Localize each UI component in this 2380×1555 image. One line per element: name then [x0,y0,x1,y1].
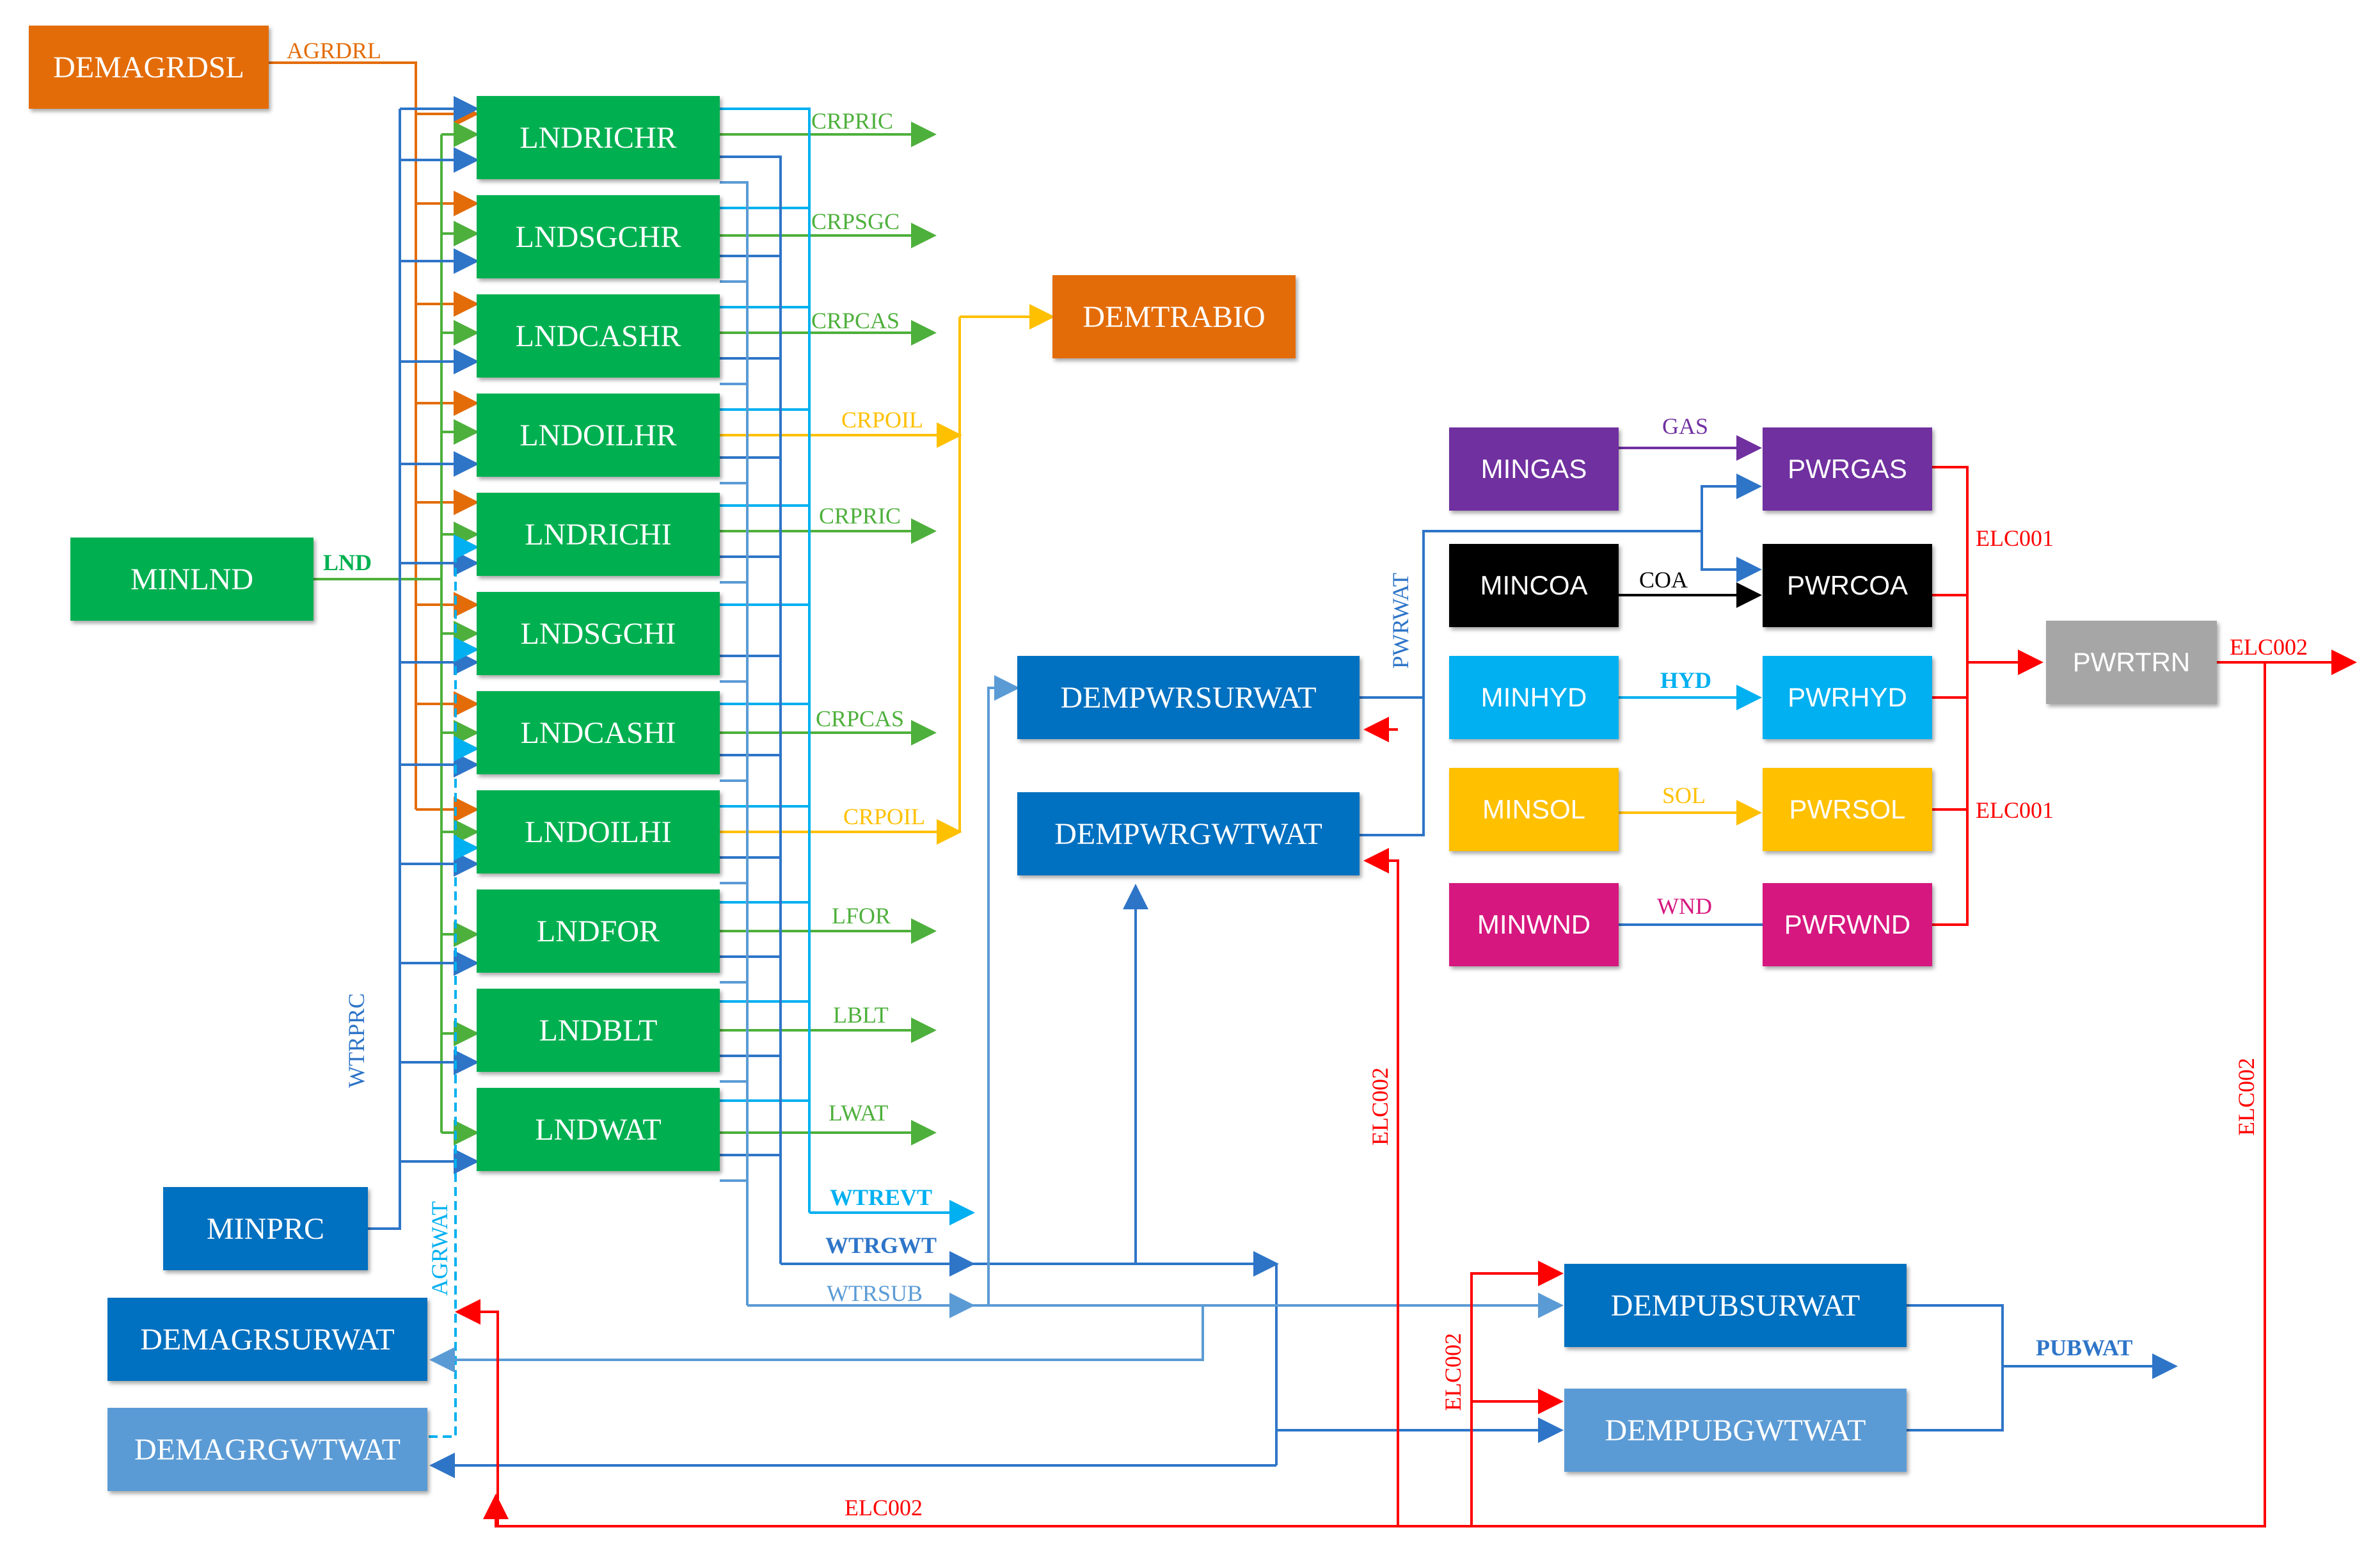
wtrsub-lines [429,181,1564,1373]
node-lndoilhi: LNDOILHI [477,790,720,873]
node-lndcashi: LNDCASHI [477,691,720,774]
label-lblt: LBLT [833,1002,889,1028]
label-elc002-out: ELC002 [2230,634,2308,660]
label-wtrgwt: WTRGWT [825,1232,937,1258]
node-dempubsurwat: DEMPUBSURWAT [1564,1264,1907,1347]
label-crpric-2: CRPRIC [819,503,901,529]
node-minprc: MINPRC [163,1187,368,1270]
node-pwrtrn: PWRTRN [2046,621,2217,704]
elc-lines [455,466,2357,1527]
node-pwrhyd: PWRHYD [1763,656,1932,739]
label-crpoil-1: CRPOIL [841,407,924,433]
label-agrwat: AGRWAT [427,1200,452,1296]
label-lnd: LND [323,550,372,575]
label-elc002-pub: ELC002 [1440,1333,1466,1411]
node-demagrdsl: DEMAGRDSL [29,26,269,109]
node-minhyd: MINHYD [1449,656,1619,739]
label-wtrprc: WTRPRC [344,993,369,1088]
node-mingas: MINGAS [1449,427,1619,511]
label-elc001-top: ELC001 [1976,525,2054,551]
node-lndrichr: LNDRICHR [477,96,720,179]
pubwat-lines [1907,1304,2178,1431]
node-demagrsurwat: DEMAGRSURWAT [107,1298,427,1381]
label-sol: SOL [1662,783,1706,808]
node-dempubgwtwat: DEMPUBGWTWAT [1564,1389,1907,1472]
label-elc001-bottom: ELC001 [1976,797,2054,823]
node-lndblt: LNDBLT [477,989,720,1072]
wtrevt-lines [720,108,975,1225]
pwrwat-lines [1360,474,1762,836]
node-lndfor: LNDFOR [477,889,720,973]
node-pwrgas: PWRGAS [1763,427,1932,511]
label-pubwat: PUBWAT [2036,1335,2133,1360]
node-mincoa: MINCOA [1449,544,1619,627]
wtrgwt-lines [429,156,1564,1478]
label-wtrsub: WTRSUB [827,1280,923,1306]
agrwat-lines [429,534,479,1438]
label-crpcas-1: CRPCAS [811,308,900,333]
label-gas: GAS [1662,413,1709,439]
label-coa: COA [1639,567,1688,593]
node-lndcashr: LNDCASHR [477,294,720,378]
label-pwrwat: PWRWAT [1388,572,1413,669]
node-demagrgwtwat: DEMAGRGWTWAT [107,1408,427,1491]
crop-output-lines [720,122,937,1145]
node-demtrabio: DEMTRABIO [1052,275,1296,358]
node-minlnd: MINLND [70,538,313,621]
node-dempwrgwtwat: DEMPWRGWTWAT [1017,792,1360,875]
label-crpsgc: CRPSGC [811,209,900,234]
label-wtrevt: WTREVT [830,1184,933,1210]
label-crpoil-2: CRPOIL [843,804,926,829]
label-elc002-bottom: ELC002 [845,1495,923,1520]
node-minwnd: MINWND [1449,883,1619,966]
label-crpcas-2: CRPCAS [816,706,905,731]
label-lfor: LFOR [832,903,891,929]
node-pwrwnd: PWRWND [1763,883,1932,966]
label-elc002-mid: ELC002 [1367,1067,1393,1145]
label-hyd: HYD [1660,667,1711,693]
label-lwat: LWAT [829,1100,889,1126]
node-pwrsol: PWRSOL [1763,768,1932,851]
agrdrl-lines [269,61,479,822]
node-lndwat: LNDWAT [477,1088,720,1171]
node-lndoilhr: LNDOILHR [477,394,720,477]
node-lndsgchi: LNDSGCHI [477,592,720,675]
lnd-lines [313,122,479,1145]
label-wnd: WND [1657,893,1712,919]
label-agrdrl: AGRDRL [287,38,382,63]
node-lndrichi: LNDRICHI [477,493,720,576]
node-dempwrsurwat: DEMPWRSURWAT [1017,656,1360,739]
node-minsol: MINSOL [1449,768,1619,851]
node-pwrcoa: PWRCOA [1763,544,1932,627]
label-elc002-right: ELC002 [2233,1058,2259,1136]
node-lndsgchr: LNDSGCHR [477,195,720,278]
crpoil-lines [720,304,1055,845]
wtrprc-lines [368,96,479,1230]
label-crpric-1: CRPRIC [811,108,894,134]
